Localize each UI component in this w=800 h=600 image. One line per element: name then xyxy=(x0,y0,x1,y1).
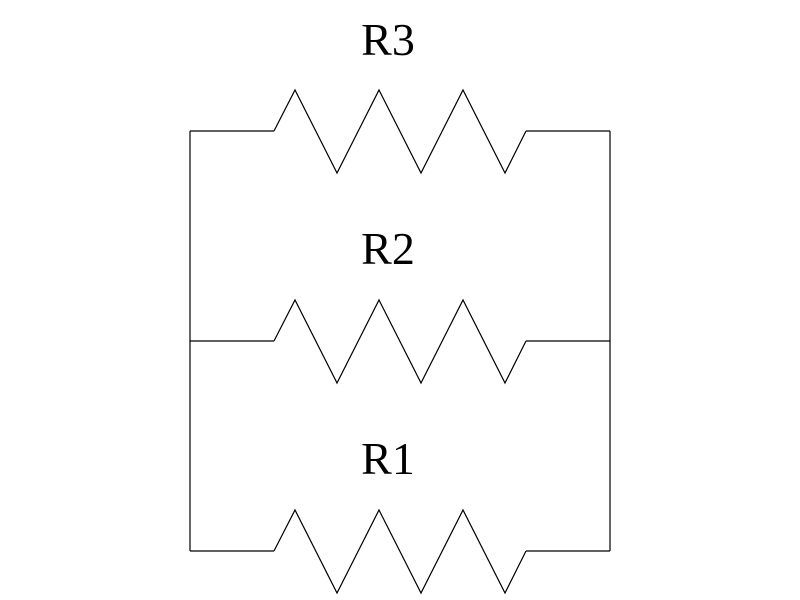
resistor-label-r2: R2 xyxy=(361,223,415,274)
resistor-r1: R1 xyxy=(190,433,610,595)
resistor-r1-zigzag xyxy=(273,508,527,595)
resistor-r2: R2 xyxy=(190,223,610,385)
resistor-r3-zigzag xyxy=(273,88,527,175)
resistor-label-r1: R1 xyxy=(361,433,415,484)
resistor-r3: R3 xyxy=(190,14,610,175)
resistor-label-r3: R3 xyxy=(361,14,415,65)
resistor-r2-zigzag xyxy=(273,298,527,385)
